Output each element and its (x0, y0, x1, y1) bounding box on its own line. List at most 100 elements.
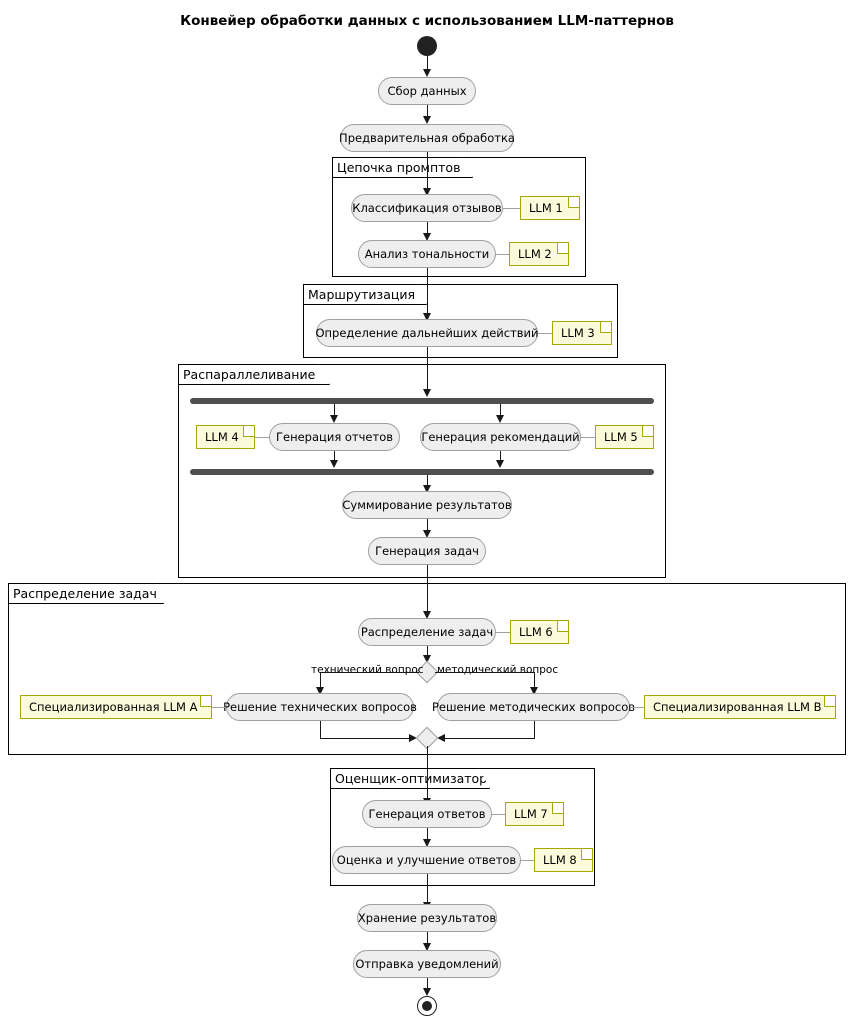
edge-sentiment-to-routing (427, 268, 428, 319)
start-node (417, 36, 437, 56)
activity-preprocess[interactable]: Предварительная обработка (339, 124, 515, 152)
note-llm4-label: LLM 4 (205, 430, 239, 444)
activity-send-notifications[interactable]: Отправка уведомлений (353, 950, 501, 978)
note-fold-icon (642, 426, 653, 437)
edge-decision-right-vertical (534, 672, 535, 691)
activity-distribute-tasks[interactable]: Распределение задач (358, 618, 496, 646)
note-link-llm5 (581, 437, 595, 438)
edge-decision-right-horizontal (435, 672, 534, 673)
activity-generate-reports[interactable]: Генерация отчетов (269, 423, 400, 451)
arrowhead-to-routing (422, 313, 431, 321)
arrowhead-to-solve-technical (315, 687, 324, 695)
activity-generate-answers[interactable]: Генерация ответов (362, 800, 492, 828)
edge-decision-left-vertical (320, 672, 321, 691)
note-link-llm8 (521, 860, 534, 861)
activity-solve-technical[interactable]: Решение технических вопросов (223, 693, 417, 721)
edge-distribute-to-decision (427, 646, 428, 659)
activity-classify-reviews[interactable]: Классификация отзывов (351, 194, 503, 222)
edge-preprocess-to-classify (427, 152, 428, 191)
arrowhead-merge-right (437, 733, 445, 742)
end-node (417, 996, 437, 1016)
arrowhead-to-classify (422, 188, 431, 196)
partition-routing-label: Маршрутизация (303, 284, 427, 305)
note-llm1: LLM 1 (520, 196, 580, 220)
note-fold-icon (568, 197, 579, 208)
arrowhead-to-preprocess (422, 116, 431, 124)
partition-parallelization-label: Распараллеливание (178, 364, 330, 385)
arrowhead-reports-to-join (329, 460, 338, 468)
arrowhead-to-evaluate (422, 839, 431, 847)
note-link-llm1 (503, 208, 520, 209)
edge-fork-to-reports (334, 404, 335, 419)
activity-summarize-results[interactable]: Суммирование результатов (342, 491, 512, 519)
activity-evaluate-improve-answers[interactable]: Оценка и улучшение ответов (332, 846, 521, 874)
partition-routing (303, 284, 618, 358)
fork-bar (190, 398, 654, 404)
arrowhead-to-recommendations (495, 415, 504, 423)
note-llm5: LLM 5 (595, 425, 654, 449)
arrowhead-to-collect (422, 69, 431, 77)
note-llm4: LLM 4 (196, 425, 255, 449)
join-bar (190, 469, 654, 475)
note-link-llm2 (496, 254, 509, 255)
note-specialized-llm-b: Специализированная LLM B (644, 695, 836, 719)
partition-prompt-chain-label: Цепочка промптов (332, 157, 473, 178)
edge-methodical-to-merge-horizontal (443, 738, 534, 739)
note-link-specialized-b (630, 707, 644, 708)
arrowhead-to-summarize (422, 485, 431, 493)
activity-store-results[interactable]: Хранение результатов (357, 904, 497, 932)
arrowhead-to-decision (422, 655, 431, 663)
partition-evaluator-optimizer-label: Оценщик-оптимизатор (330, 768, 490, 789)
activity-collect-data[interactable]: Сбор данных (378, 77, 476, 105)
arrowhead-to-end (422, 988, 431, 996)
activity-solve-methodical[interactable]: Решение методических вопросов (432, 693, 635, 721)
edge-gentasks-to-distribute (427, 565, 428, 617)
edge-join-to-summarize (427, 475, 428, 488)
note-link-llm7 (492, 814, 505, 815)
note-fold-icon (557, 621, 568, 632)
activity-generate-tasks[interactable]: Генерация задач (368, 537, 486, 565)
note-llm7: LLM 7 (505, 802, 564, 826)
page-title: Конвейер обработки данных с использовани… (180, 13, 674, 29)
edge-notify-to-end (427, 978, 428, 991)
arrowhead-to-reports (329, 415, 338, 423)
edge-merge-to-genanswers (427, 746, 428, 802)
note-llm2-label: LLM 2 (518, 247, 552, 261)
note-llm2: LLM 2 (509, 242, 569, 266)
edge-classify-to-sentiment (427, 222, 428, 235)
activity-sentiment-analysis[interactable]: Анализ тональности (358, 240, 496, 268)
note-fold-icon (581, 849, 592, 860)
arrowhead-to-sentiment (422, 233, 431, 241)
arrowhead-merge-left (409, 733, 417, 742)
edge-technical-to-merge-horizontal (320, 738, 411, 739)
note-link-llm4 (255, 437, 269, 438)
note-llm7-label: LLM 7 (514, 807, 548, 821)
note-llm8-label: LLM 8 (543, 853, 577, 867)
arrowhead-recommendations-to-join (495, 460, 504, 468)
edge-recommendations-to-join (500, 451, 501, 463)
note-llm3: LLM 3 (552, 321, 612, 345)
branch-label-technical: технический вопрос (311, 664, 424, 676)
note-fold-icon (557, 243, 568, 254)
note-specialized-llm-a-label: Специализированная LLM A (29, 700, 198, 714)
edge-genanswers-to-evaluate (427, 828, 428, 841)
note-link-llm6 (496, 632, 510, 633)
edge-methodical-to-merge-vertical (534, 721, 535, 739)
note-fold-icon (200, 696, 211, 707)
note-llm6: LLM 6 (510, 620, 569, 644)
edge-fork-to-recommendations (500, 404, 501, 419)
note-llm5-label: LLM 5 (604, 430, 638, 444)
partition-parallelization (178, 364, 666, 578)
arrowhead-to-distribute (422, 611, 431, 619)
activity-determine-next-actions[interactable]: Определение дальнейших действий (315, 319, 539, 347)
note-llm8: LLM 8 (534, 848, 593, 872)
note-fold-icon (243, 426, 254, 437)
note-fold-icon (552, 803, 563, 814)
edge-reports-to-join (334, 451, 335, 463)
edge-store-to-notify (427, 932, 428, 945)
activity-generate-recommendations[interactable]: Генерация рекомендаций (420, 423, 581, 451)
edge-decision-left-horizontal (320, 672, 419, 673)
branch-label-methodical: методический вопрос (437, 664, 559, 676)
edge-start-to-collect (427, 56, 428, 72)
